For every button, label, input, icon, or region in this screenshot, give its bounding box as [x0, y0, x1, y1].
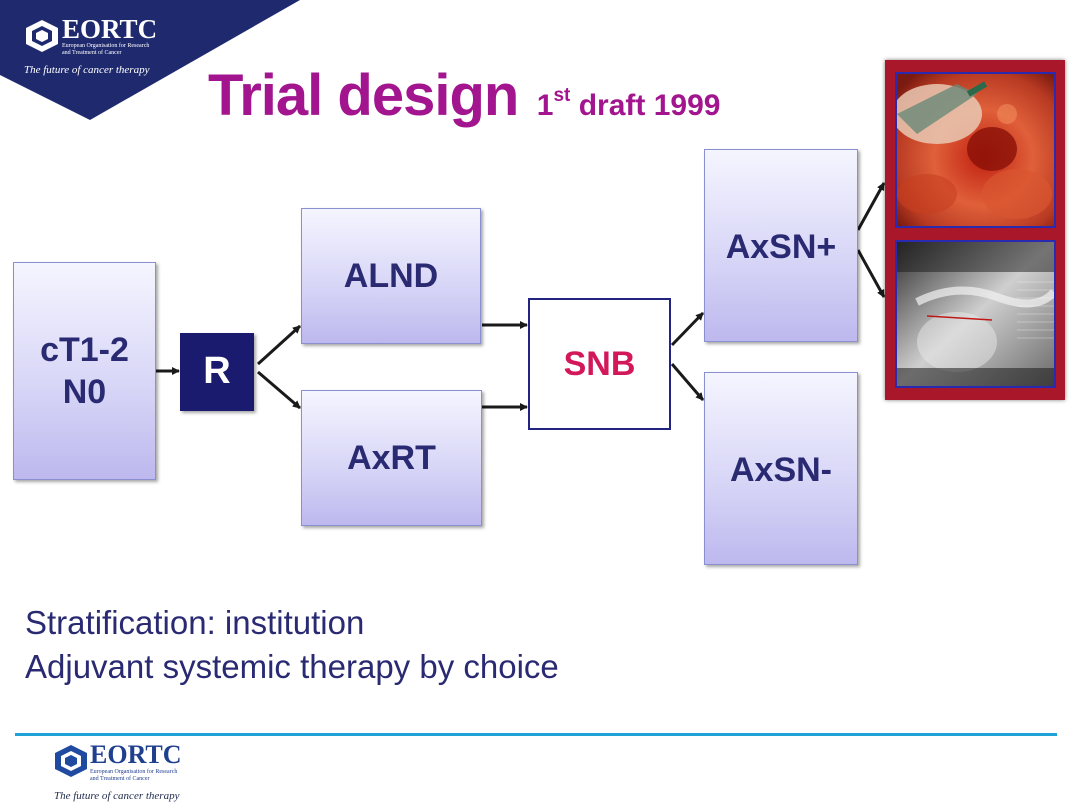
- arrow-snb-to-axsn-neg: [670, 363, 705, 401]
- start-line1: cT1-2: [40, 330, 129, 369]
- title-sub: 1st draft 1999: [536, 85, 721, 122]
- snb-label: SNB: [563, 344, 636, 383]
- footer-logo-org-line1: European Organisation for Research: [90, 769, 178, 775]
- note-adjuvant: Adjuvant systemic therapy by choice: [25, 648, 559, 685]
- logo-org-line1: European Organisation for Research: [62, 43, 150, 49]
- randomization-label: R: [203, 350, 231, 393]
- arrow-r-to-axrt: [257, 370, 301, 410]
- arm-alnd-box: ALND: [301, 208, 481, 344]
- footer-tagline: The future of cancer therapy: [54, 790, 180, 802]
- eortc-logo-icon: [26, 20, 58, 52]
- scan-image-icon: [897, 242, 1054, 386]
- arrow-snb-to-axsn-pos: [670, 311, 705, 347]
- footer-logo-name: EORTC: [90, 740, 182, 769]
- arm-axrt-box: AxRT: [301, 390, 482, 526]
- logo-name: EORTC: [62, 14, 158, 44]
- start-line2: N0: [62, 373, 107, 411]
- logo-tagline: The future of cancer therapy: [24, 64, 150, 76]
- title-main: Trial design: [208, 63, 519, 128]
- logo-org-line2: and Treatment of Cancer: [62, 50, 122, 56]
- title-ordinal-suffix: st: [553, 85, 571, 106]
- title-sub-rest: draft 1999: [578, 89, 721, 122]
- slide-title: Trial design 1st draft 1999: [208, 62, 720, 129]
- arrow-to-scan-image: [856, 249, 886, 298]
- randomization-box: R: [180, 333, 254, 411]
- axsn-negative-label: AxSN-: [729, 451, 833, 489]
- axsn-positive-label: AxSN+: [725, 228, 837, 266]
- axsn-negative-box: AxSN-: [704, 372, 858, 565]
- arm-axrt-label: AxRT: [347, 438, 436, 477]
- arrow-to-surgical-photo: [856, 182, 886, 231]
- image-panel: [885, 60, 1065, 400]
- snb-box: SNB: [528, 298, 671, 430]
- footer-logo-org-line2: and Treatment of Cancer: [90, 776, 150, 782]
- title-ordinal-number: 1: [536, 89, 554, 122]
- surgery-photo-icon: [897, 74, 1054, 226]
- arrow-r-to-alnd: [256, 324, 302, 366]
- note-stratification: Stratification: institution: [25, 604, 365, 641]
- footer-rule: [15, 733, 1057, 736]
- lymphoscintigraphy-image: [895, 240, 1056, 388]
- arm-alnd-label: ALND: [343, 256, 439, 295]
- banner-shape: [0, 0, 300, 120]
- surgical-photo: [895, 72, 1056, 228]
- footer-logo: EORTC European Organisation for Research…: [50, 740, 250, 804]
- header-banner: EORTC European Organisation for Research…: [0, 0, 300, 122]
- eortc-footer-logo-icon: [55, 745, 87, 777]
- axsn-positive-box: AxSN+: [704, 149, 858, 342]
